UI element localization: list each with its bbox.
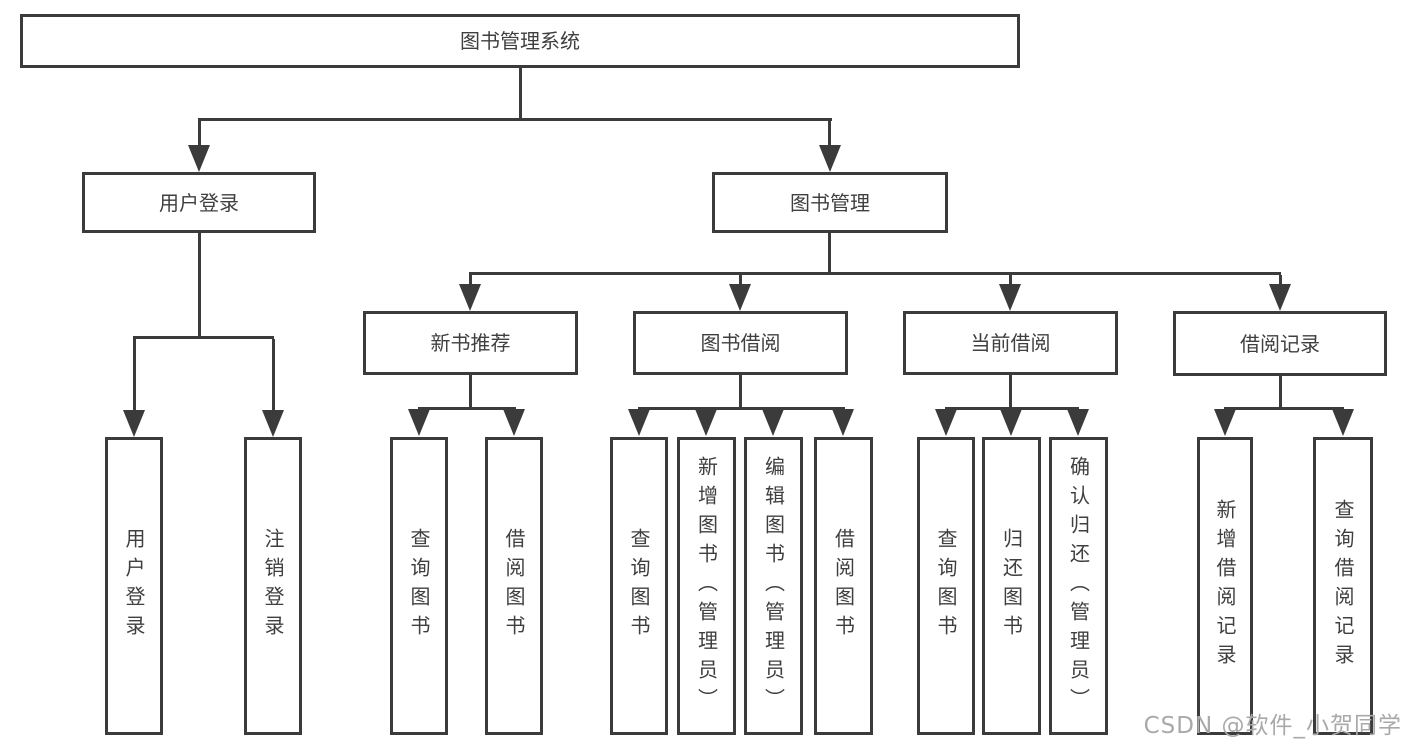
connector-root-left-shaft [198,118,201,147]
connector-root-bar [198,118,832,121]
connector-root-right-shaft [828,118,831,147]
leaf-borrowing-query-books: 查询图书 [610,437,668,735]
connector-current-bar [945,407,1079,410]
leaf-current-return-books: 归还图书 [982,437,1041,735]
connector-borrowing-stem [739,375,742,408]
arrow-down-icon [1000,409,1022,436]
arrow-down-icon [262,410,284,437]
node-book-borrowing: 图书借阅 [633,311,848,375]
arrow-down-icon [695,409,717,436]
arrow-down-icon [819,145,841,172]
connector-bookmgmt-shaft [1009,275,1012,286]
arrow-down-icon [1332,409,1354,436]
connector-recommend-stem [469,375,472,408]
csdn-watermark: CSDN @软件_小贺同学 [1143,713,1402,739]
arrow-down-icon [1067,409,1089,436]
connector-bookmgmt-bar [469,272,1281,275]
leaf-current-confirm-return-admin: 确认归还（管理员） [1049,437,1108,735]
leaf-borrowing-edit-books-admin: 编辑图书（管理员） [744,437,803,735]
arrow-down-icon [503,409,525,436]
connector-records-stem [1279,376,1282,408]
connector-userlogin-right-shaft [272,339,275,413]
connector-bookmgmt-shaft [739,275,742,286]
leaf-recommend-query-books: 查询图书 [390,437,448,735]
leaf-recommend-borrow-books: 借阅图书 [485,437,543,735]
node-current-borrowing: 当前借阅 [903,311,1118,375]
connector-userlogin-bar [133,336,274,339]
arrow-down-icon [1269,284,1291,311]
arrow-down-icon [935,409,957,436]
node-borrowing-records: 借阅记录 [1173,311,1387,376]
arrow-down-icon [628,409,650,436]
connector-root-stem [519,67,522,118]
connector-borrowing-bar [638,407,845,410]
node-user-login: 用户登录 [82,172,316,233]
node-book-management: 图书管理 [712,172,948,233]
connector-bookmgmt-shaft [1279,275,1282,286]
connector-records-bar [1224,407,1344,410]
leaf-borrowing-add-books-admin: 新增图书（管理员） [677,437,736,735]
node-new-book-recommendation: 新书推荐 [363,311,578,375]
connector-userlogin-stem [198,233,201,338]
arrow-down-icon [459,284,481,311]
leaf-records-query-record: 查询借阅记录 [1313,437,1373,735]
node-library-management-system: 图书管理系统 [20,14,1020,68]
leaf-borrowing-borrow-books: 借阅图书 [814,437,873,735]
arrow-down-icon [762,409,784,436]
arrow-down-icon [408,409,430,436]
arrow-down-icon [188,145,210,172]
leaf-current-query-books: 查询图书 [917,437,975,735]
arrow-down-icon [1214,409,1236,436]
connector-userlogin-left-shaft [133,339,136,413]
connector-bookmgmt-shaft [469,275,472,286]
arrow-down-icon [832,409,854,436]
connector-recommend-bar [418,407,516,410]
connector-current-stem [1009,375,1012,408]
leaf-user-login: 用户登录 [105,437,163,735]
leaf-logout: 注销登录 [244,437,302,735]
connector-bookmgmt-stem [828,233,831,272]
arrow-down-icon [123,410,145,437]
leaf-records-add-record: 新增借阅记录 [1197,437,1253,735]
arrow-down-icon [729,284,751,311]
arrow-down-icon [999,284,1021,311]
